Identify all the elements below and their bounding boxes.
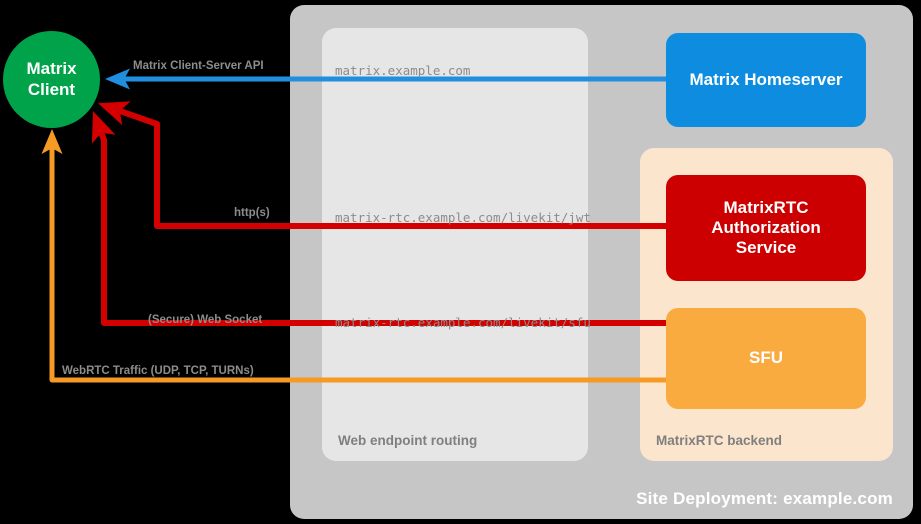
edge-label-secure-web-socket: (Secure) Web Socket bbox=[148, 314, 263, 326]
edge-label-webrtc-traffic: WebRTC Traffic (UDP, TCP, TURNs) bbox=[62, 365, 254, 377]
endpoint-livekit-jwt: matrix-rtc.example.com/livekit/jwt bbox=[335, 210, 591, 225]
sfu-label: SFU bbox=[749, 348, 783, 368]
endpoint-livekit-sfu: matrix-rtc.example.com/livekit/sfu bbox=[335, 315, 591, 330]
auth-service-line1: MatrixRTC bbox=[723, 197, 809, 217]
edge-label-http: http(s) bbox=[234, 207, 270, 219]
web-endpoint-routing-label: Web endpoint routing bbox=[338, 433, 478, 448]
node-matrix-client[interactable]: Matrix Client bbox=[3, 31, 100, 128]
matrix-homeserver-label: Matrix Homeserver bbox=[689, 69, 843, 89]
endpoint-matrix-example-com: matrix.example.com bbox=[335, 63, 471, 78]
node-matrix-homeserver[interactable]: Matrix Homeserver bbox=[666, 33, 866, 127]
edge-label-matrix-client-server-api: Matrix Client-Server API bbox=[133, 60, 264, 72]
node-sfu[interactable]: SFU bbox=[666, 308, 866, 409]
matrix-client-line1: Matrix bbox=[26, 59, 77, 79]
web-endpoint-routing-container: Web endpoint routing bbox=[322, 28, 588, 461]
node-matrixrtc-authorization-service[interactable]: MatrixRTC Authorization Service bbox=[666, 175, 866, 281]
site-deployment-label: Site Deployment: example.com bbox=[636, 489, 893, 508]
auth-service-line3: Service bbox=[735, 238, 797, 258]
matrix-client-line2: Client bbox=[27, 79, 76, 99]
matrixrtc-backend-label: MatrixRTC backend bbox=[656, 433, 783, 448]
auth-service-line2: Authorization bbox=[711, 217, 821, 237]
